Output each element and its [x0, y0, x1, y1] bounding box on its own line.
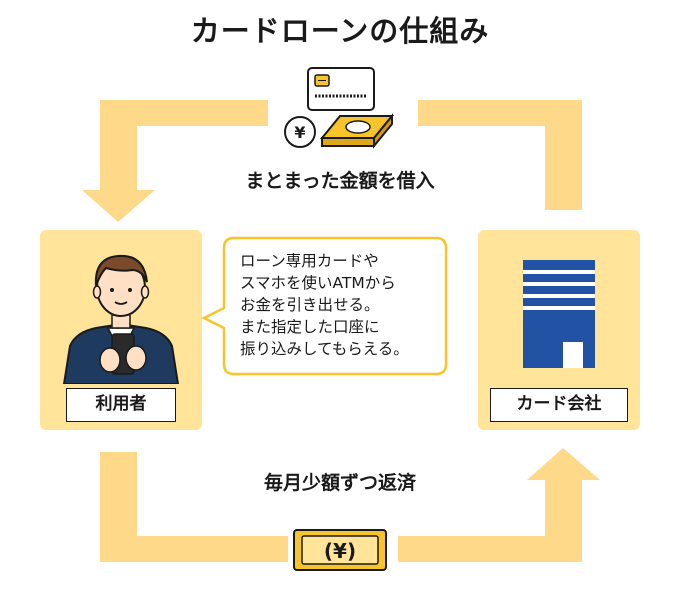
arrow-top-right-post — [545, 100, 582, 210]
arrow-head-up-to-company — [527, 448, 600, 480]
arrow-bottom-band-left — [100, 536, 288, 562]
user-person-icon — [62, 254, 180, 384]
arrow-bottom-right-post — [545, 478, 582, 562]
page-title: カードローンの仕組み — [190, 14, 490, 48]
arrow-top-left-post — [100, 100, 137, 192]
bubble-line-3: お金を引き出せる。 — [240, 296, 380, 314]
credit-card-icon — [307, 67, 375, 111]
bubble-line-5: 振り込みしてもらえる。 — [240, 340, 409, 358]
speech-bubble-text: ローン専用カードや スマホを使いATMから お金を引き出せる。 また指定した口座… — [240, 250, 450, 360]
bubble-line-4: また指定した口座に — [240, 318, 380, 336]
money-stack-icon — [319, 113, 395, 149]
company-label: カード会社 — [490, 388, 628, 422]
company-panel: カード会社 — [478, 230, 640, 430]
building-icon — [523, 260, 595, 368]
user-panel: 利用者 — [40, 230, 202, 430]
bubble-line-1: ローン専用カードや — [240, 252, 379, 270]
repay-flow-label: 毎月少額ずつ返済 — [263, 472, 416, 494]
yen-bill-symbol: (¥) — [324, 539, 356, 563]
bubble-line-2: スマホを使いATMから — [240, 274, 396, 292]
user-label: 利用者 — [66, 388, 176, 422]
yen-coin-symbol: ¥ — [294, 123, 305, 142]
yen-bill-icon: (¥) — [293, 529, 387, 571]
yen-coin-icon: ¥ — [284, 116, 316, 148]
arrow-head-down-to-user — [82, 190, 155, 222]
borrow-flow-label: まとまった金額を借入 — [245, 170, 435, 192]
speech-bubble — [201, 236, 448, 376]
